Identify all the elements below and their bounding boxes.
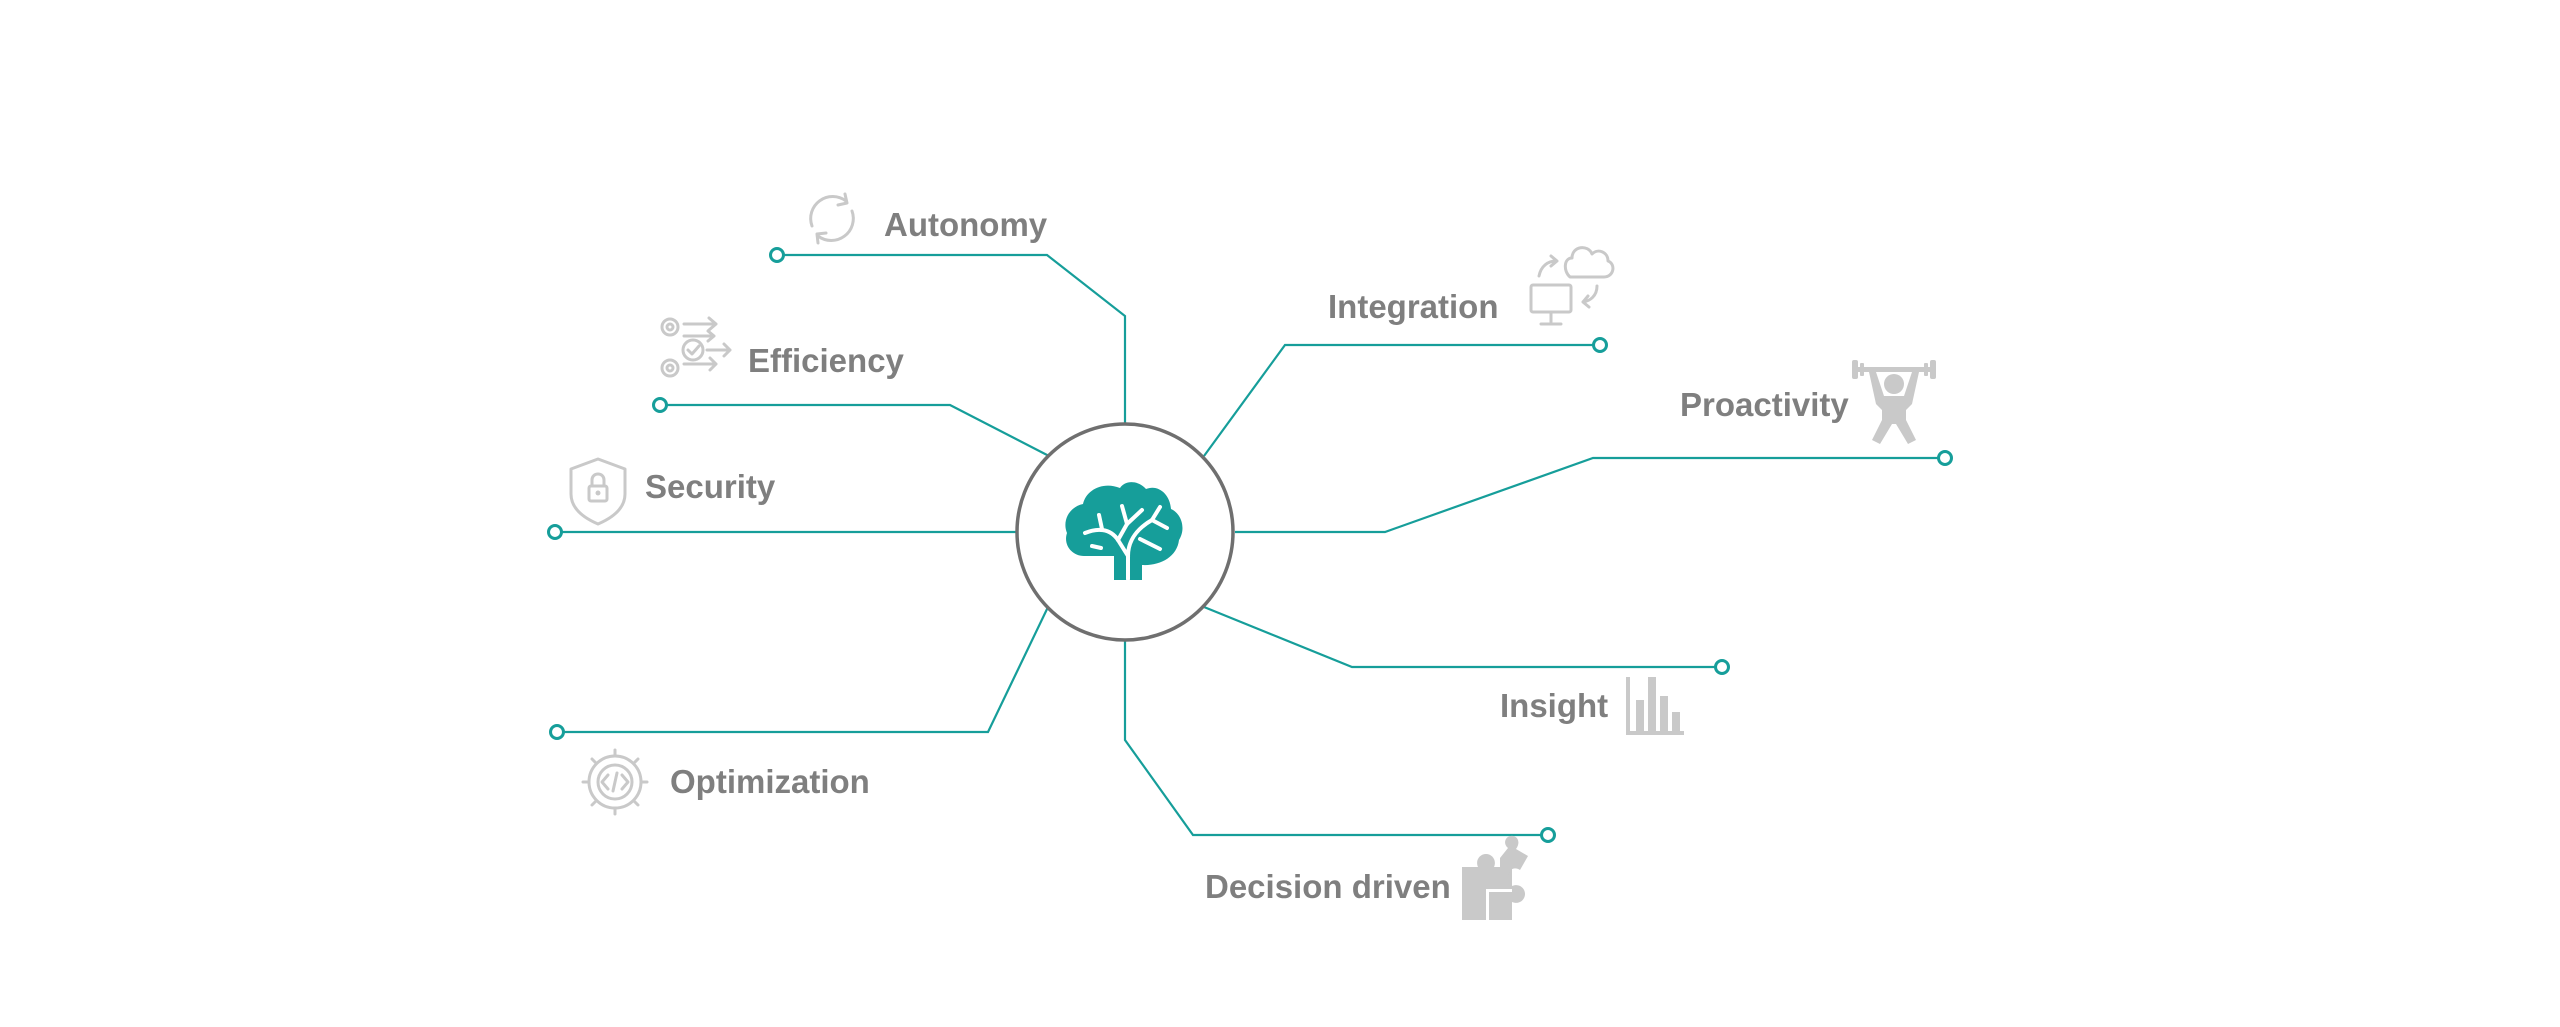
center-hub [1015,422,1235,642]
connector-proactivity [1235,456,1945,534]
cloud-computer-sync-icon [1529,246,1615,326]
connector-autonomy [777,253,1127,425]
endpoint-optimization [549,724,565,740]
refresh-cycle-icon [809,192,855,245]
gears-process-icon [660,316,732,378]
connectors [555,253,1945,837]
node-label-insight: Insight [1500,687,1608,724]
endpoint-insight [1714,659,1730,675]
node-autonomy: Autonomy [809,192,1048,245]
node-decision-driven: Decision driven [1205,835,1528,920]
connector-efficiency [660,403,1050,457]
brain-icon [1065,482,1183,581]
node-label-decision-driven: Decision driven [1205,868,1451,905]
bar-chart-icon [1626,677,1684,735]
weightlifter-icon [1852,360,1936,444]
connector-decision-driven [1123,640,1548,837]
shield-lock-icon [569,457,627,526]
endpoint-autonomy [769,247,785,263]
connector-insight [1203,605,1722,669]
endpoint-efficiency [652,397,668,413]
endpoint-integration [1592,337,1608,353]
gear-code-icon [581,748,649,816]
node-optimization: Optimization [581,748,870,816]
connector-integration [1203,343,1600,457]
node-label-proactivity: Proactivity [1680,386,1849,423]
node-label-integration: Integration [1328,288,1499,325]
node-integration: Integration [1328,246,1615,326]
endpoint-proactivity [1937,450,1953,466]
endpoint-decision-driven [1540,827,1556,843]
node-security: Security [569,457,776,526]
node-efficiency: Efficiency [660,316,905,379]
endpoint-security [547,524,563,540]
node-label-efficiency: Efficiency [748,342,905,379]
node-label-optimization: Optimization [670,763,870,800]
connector-optimization [557,606,1049,734]
node-proactivity: Proactivity [1680,360,1936,444]
node-insight: Insight [1500,677,1684,735]
puzzle-icon [1462,835,1528,920]
endpoints [547,247,1953,843]
node-label-autonomy: Autonomy [884,206,1048,243]
node-label-security: Security [645,468,776,505]
